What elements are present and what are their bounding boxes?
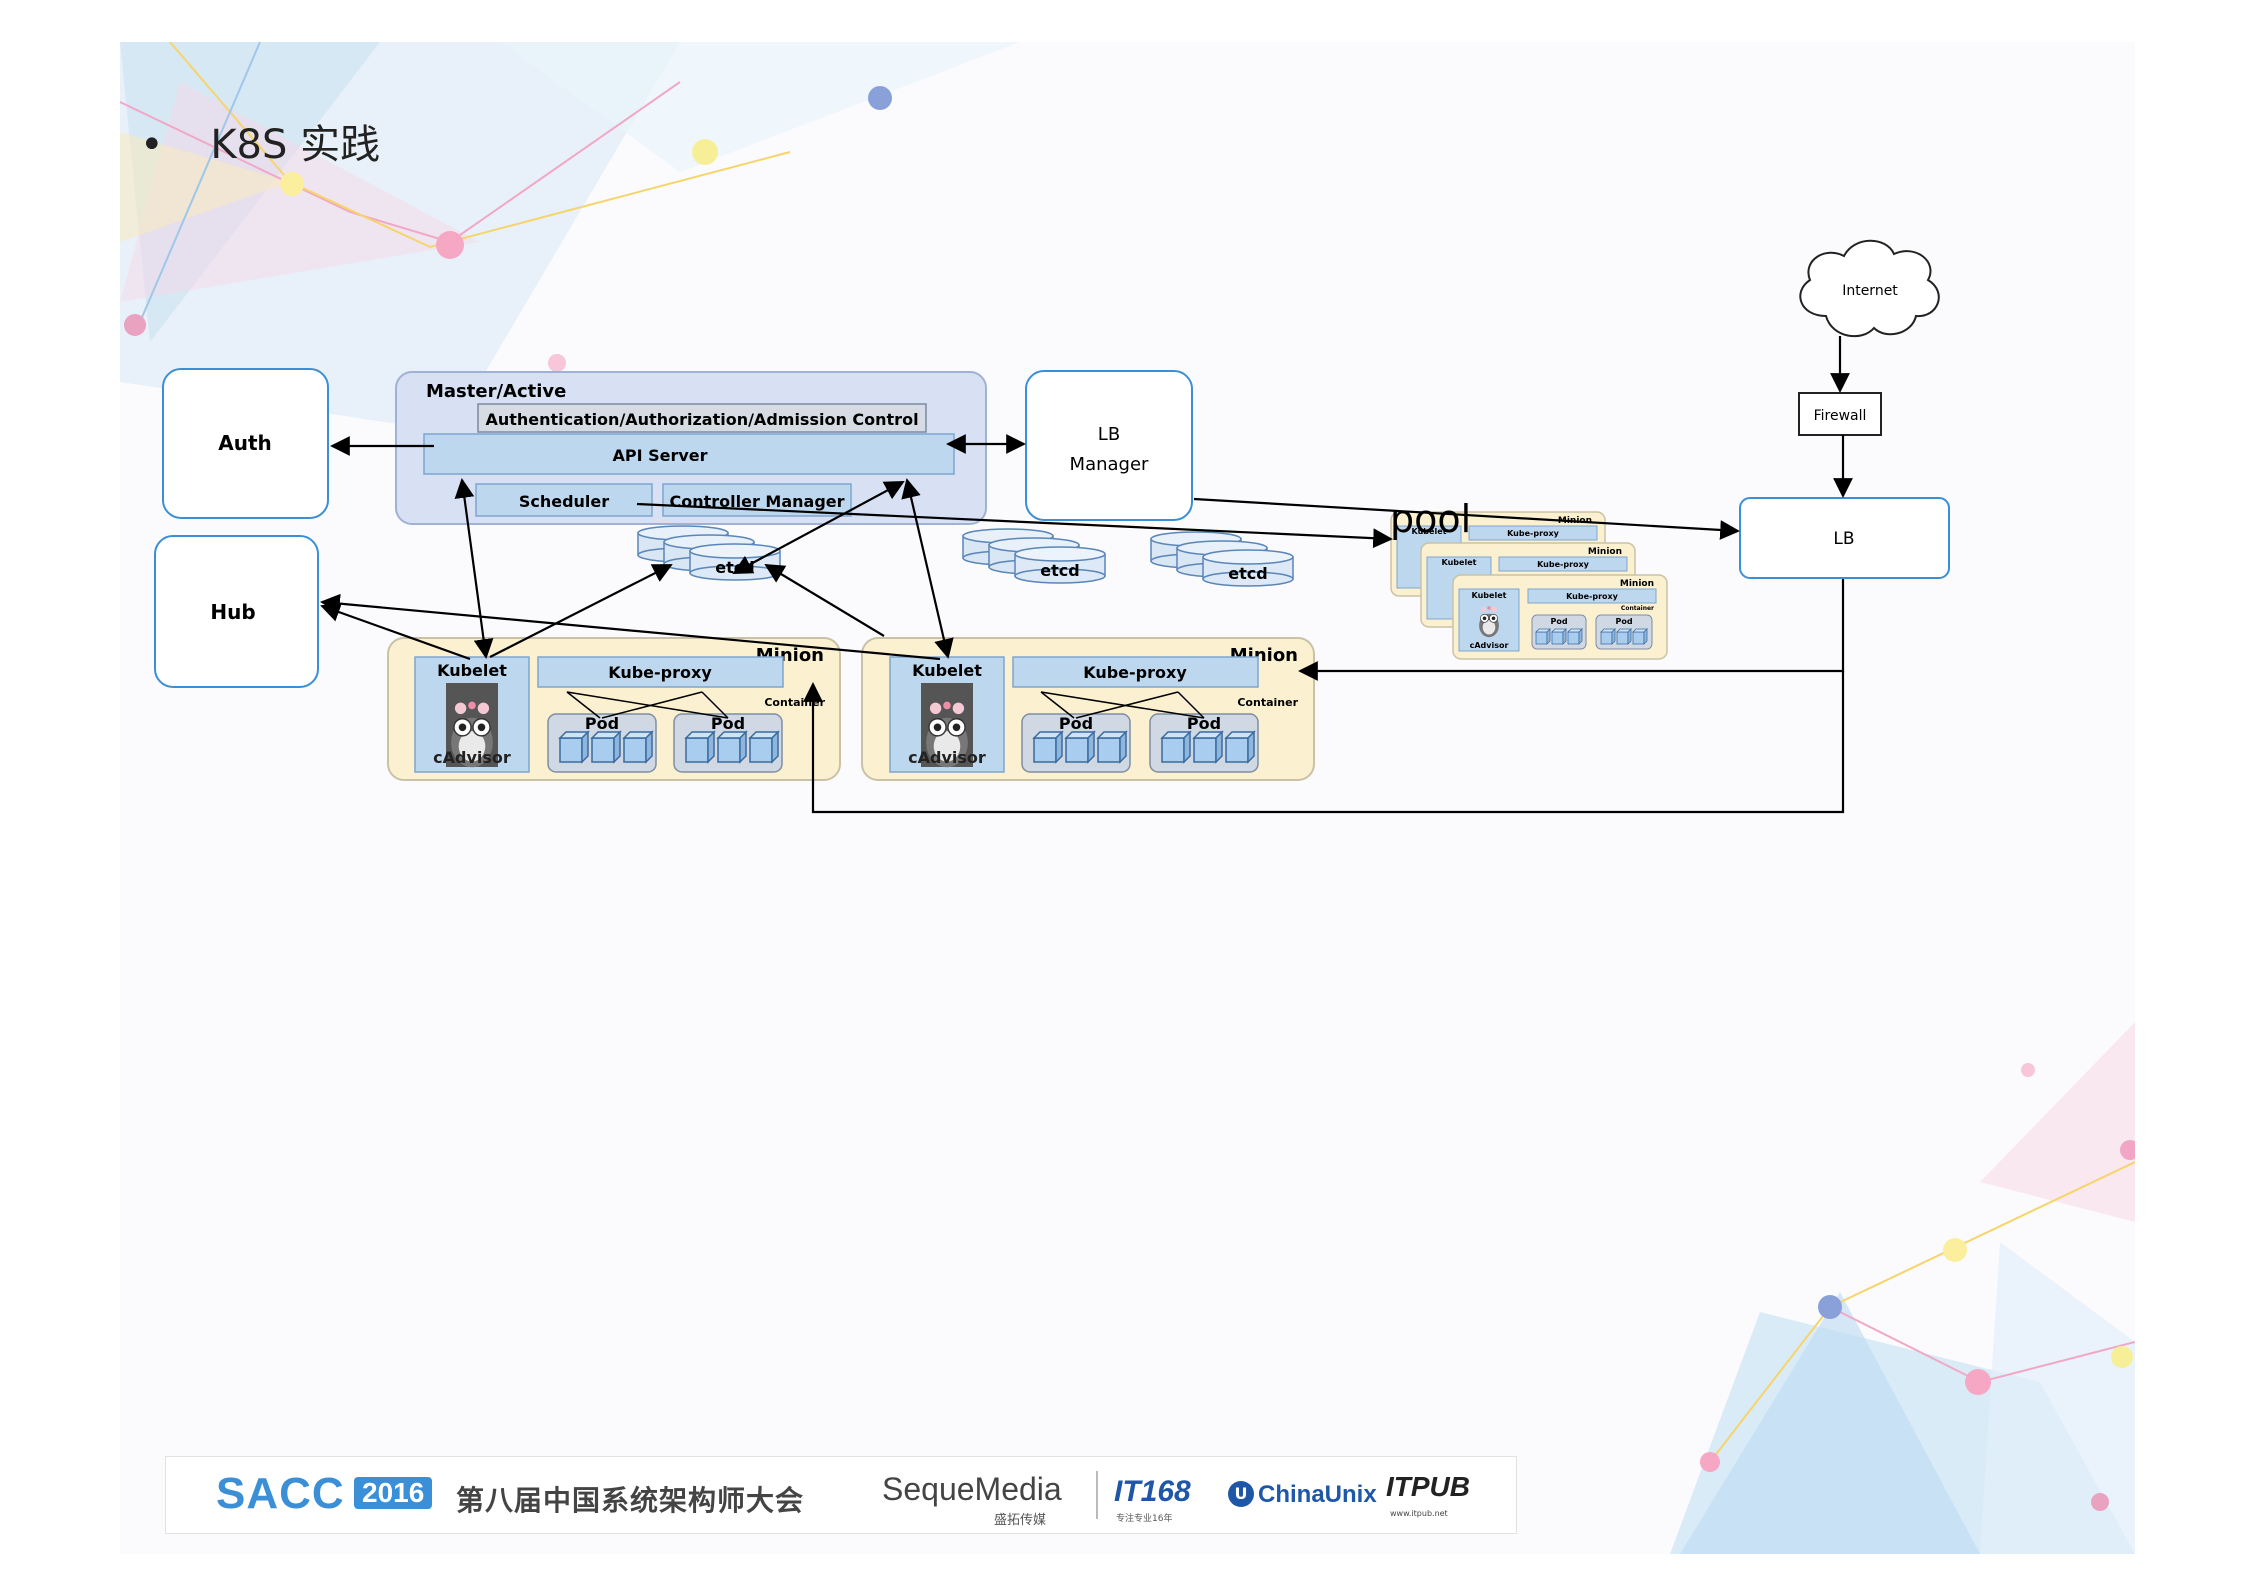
itpub-url: www.itpub.net	[1390, 1509, 1448, 1518]
auth-label: Auth	[218, 431, 272, 455]
pod-label: Pod	[711, 714, 745, 733]
container-label: Container	[764, 696, 825, 709]
pod-label: Pod	[1059, 714, 1093, 733]
controller-manager-label: Controller Manager	[669, 492, 844, 511]
background-decoration	[120, 42, 2135, 1554]
master-title: Master/Active	[426, 381, 566, 402]
auth-node: Auth	[162, 368, 329, 519]
lb-manager-label-2: Manager	[1070, 454, 1149, 475]
firewall-label: Firewall	[1814, 408, 1867, 424]
admission-control-label: Authentication/Authorization/Admission C…	[485, 410, 918, 429]
pool-label: pool	[1390, 497, 1471, 541]
lb-manager-label-1: LB	[1098, 424, 1120, 445]
sacc-year-badge: 2016	[354, 1477, 433, 1509]
svg-text:cAdvisor: cAdvisor	[1470, 641, 1509, 650]
architecture-diagram: Auth Hub Master/Active Authentication/Au…	[154, 239, 1950, 814]
svg-text:Pod: Pod	[1615, 617, 1632, 626]
hub-node: Hub	[154, 535, 319, 688]
sacc-logo: SACC	[216, 1469, 345, 1518]
sequemedia-logo: SequeMedia	[882, 1471, 1062, 1507]
internet-cloud: Internet	[1799, 239, 1940, 337]
svg-text:Kube-proxy: Kube-proxy	[1507, 529, 1560, 538]
svg-text:Pod: Pod	[1550, 617, 1567, 626]
cadvisor-label: cAdvisor	[433, 748, 511, 767]
title-text: K8S 实践	[210, 122, 381, 168]
etcd-label-1: etcd	[715, 558, 754, 577]
scheduler-box	[475, 483, 653, 517]
etcd-label-3: etcd	[1228, 564, 1267, 583]
chinaunix-logo: ChinaUnix	[1258, 1481, 1377, 1508]
hub-label: Hub	[210, 600, 255, 624]
pool-minion-card: Minion Kubelet cAdvisor Kube-proxy Conta…	[1452, 574, 1668, 660]
minion-node-1: Minion Kubelet cAdvisor Kube-proxy Conta…	[387, 637, 841, 781]
master-node: Master/Active Authentication/Authorizati…	[395, 371, 987, 525]
lb-label: LB	[1833, 529, 1854, 549]
svg-text:Minion: Minion	[1620, 579, 1654, 589]
kubelet-label: Kubelet	[912, 661, 982, 680]
scheduler-label: Scheduler	[519, 492, 609, 511]
api-server-label: API Server	[612, 446, 707, 465]
internet-label: Internet	[1842, 283, 1898, 299]
svg-text:Kubelet: Kubelet	[1472, 591, 1507, 600]
svg-text:Container: Container	[1621, 605, 1654, 612]
conference-name: 第八届中国系统架构师大会	[456, 1484, 805, 1517]
kube-proxy-label: Kube-proxy	[1083, 663, 1187, 682]
etcd-label-2: etcd	[1040, 561, 1079, 580]
connectors	[320, 336, 1853, 814]
itpub-logo: ITPUB	[1386, 1471, 1470, 1502]
it168-tagline: 专注专业16年	[1116, 1514, 1173, 1524]
firewall-node: Firewall	[1798, 392, 1882, 436]
container-label: Container	[1237, 696, 1298, 709]
title-bullet: •	[140, 122, 164, 168]
cadvisor-label: cAdvisor	[908, 748, 986, 767]
slide: • K8S 实践	[120, 42, 2135, 1554]
svg-text:Minion: Minion	[1588, 547, 1622, 557]
kube-proxy-box	[1012, 656, 1259, 688]
lb-manager-node: LB Manager	[1025, 370, 1193, 521]
etcd-cluster-2: etcd	[962, 528, 1106, 584]
kubelet-label: Kubelet	[437, 661, 507, 680]
footer-divider	[1096, 1471, 1098, 1519]
lb-node: LB	[1739, 497, 1950, 579]
chinaunix-icon: U	[1228, 1481, 1254, 1507]
svg-text:Kubelet: Kubelet	[1442, 558, 1477, 567]
svg-text:Kube-proxy: Kube-proxy	[1537, 560, 1590, 569]
admission-control-box	[477, 403, 927, 433]
sequemedia-cn: 盛拓传媒	[994, 1513, 1047, 1528]
etcd-cluster-3: etcd	[1150, 531, 1294, 587]
api-server-box	[423, 433, 955, 475]
slide-title: • K8S 实践	[140, 112, 380, 170]
pod-label: Pod	[585, 714, 619, 733]
kube-proxy-box	[537, 656, 784, 688]
svg-text:Kube-proxy: Kube-proxy	[1566, 592, 1619, 601]
footer-banner: SACC 2016 第八届中国系统架构师大会 SequeMedia 盛拓传媒 I…	[165, 1456, 1517, 1534]
pool-minion-stack: Minion Kubelet Kube-proxy Minion Kubelet…	[1390, 511, 1668, 660]
kube-proxy-label: Kube-proxy	[608, 663, 712, 682]
svg-text:Kubelet: Kubelet	[1412, 527, 1447, 536]
pod-label: Pod	[1187, 714, 1221, 733]
minion-node-2: Minion Kubelet cAdvisor Kube-proxy Conta…	[861, 637, 1315, 781]
it168-logo: IT168	[1114, 1475, 1191, 1508]
